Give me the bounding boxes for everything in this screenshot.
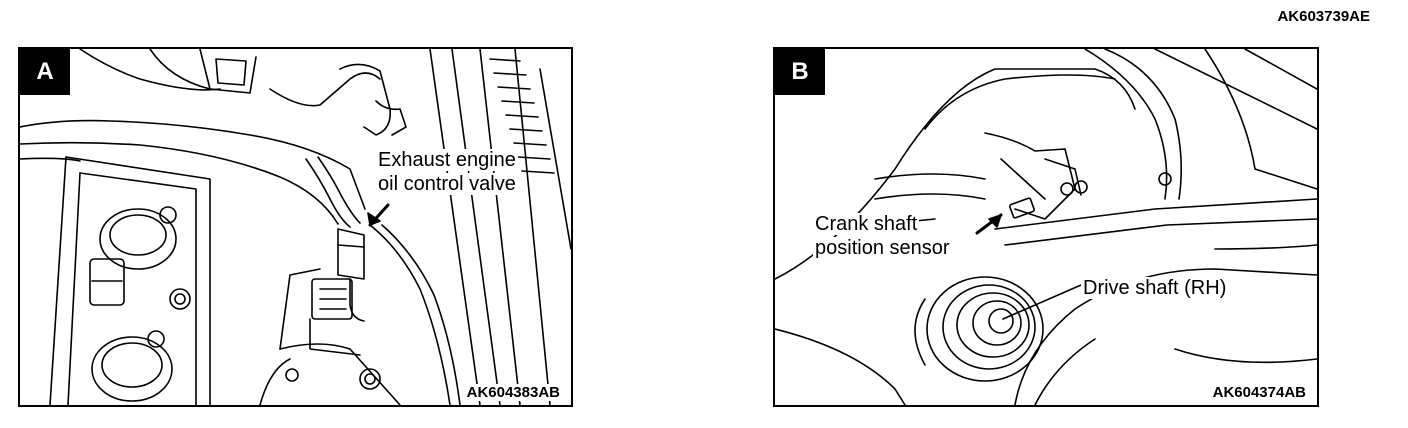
drive-shaft-label: Drive shaft (RH): [1081, 277, 1229, 299]
exhaust-valve-label-line2: oil control valve: [376, 173, 518, 195]
panel-a-code: AK604383AB: [463, 384, 563, 401]
panel-a: A Exhaust engine oil control valve AK604…: [18, 47, 573, 407]
panel-b: B Crank shaft position sensor Drive shaf…: [773, 47, 1319, 407]
panel-b-code: AK604374AB: [1209, 384, 1309, 401]
panel-a-letter: A: [20, 49, 70, 95]
engine-illustration-a: [20, 49, 571, 405]
crank-sensor-label-line2: position sensor: [813, 237, 952, 259]
figure-code: AK603739AE: [1277, 8, 1370, 25]
crank-sensor-label-line1: Crank shaft: [813, 213, 920, 235]
exhaust-valve-label-line1: Exhaust engine: [376, 149, 518, 171]
engine-illustration-b: [775, 49, 1317, 405]
panel-b-letter: B: [775, 49, 825, 95]
